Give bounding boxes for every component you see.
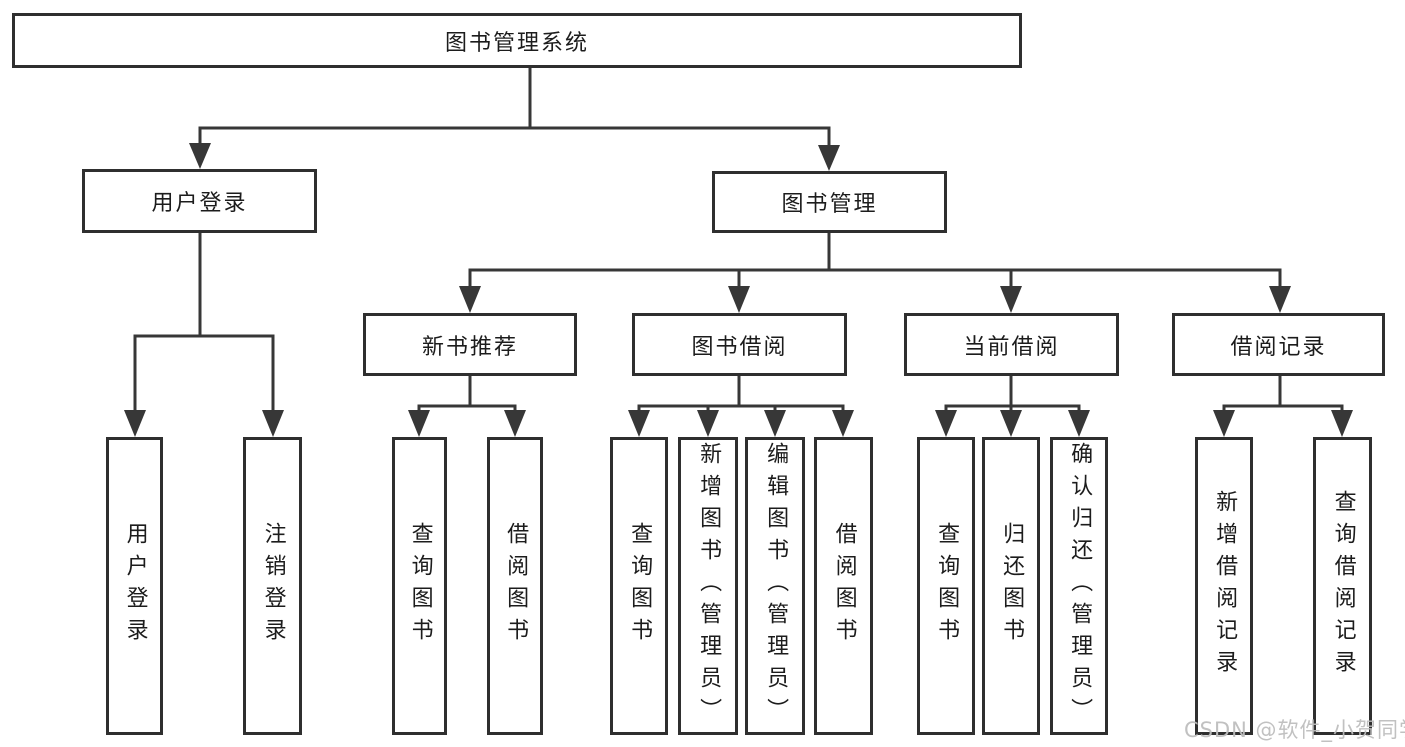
node-book-management: 图书管理 — [712, 171, 947, 233]
arrowhead — [935, 410, 957, 437]
leaf-logout: 注销登录 — [243, 437, 302, 735]
arrowhead — [1331, 410, 1353, 437]
leaf-query-books-current-label: 查询图书 — [934, 522, 960, 650]
leaf-edit-book-admin: 编辑图书（管理员） — [745, 437, 805, 735]
arrowhead — [832, 410, 854, 437]
arrowhead — [408, 410, 430, 437]
node-user-login: 用户登录 — [82, 169, 317, 233]
arrowhead — [764, 410, 786, 437]
leaf-user-login: 用户登录 — [106, 437, 163, 735]
node-book-borrow-label: 图书借阅 — [691, 334, 788, 360]
leaf-query-books-recommend: 查询图书 — [392, 437, 447, 735]
leaf-user-login-label: 用户登录 — [122, 522, 148, 650]
leaf-confirm-return-admin-label: 确认归还（管理员） — [1067, 442, 1093, 730]
arrowhead — [504, 410, 526, 437]
arrowhead — [1213, 410, 1235, 437]
node-root: 图书管理系统 — [12, 13, 1022, 68]
arrowhead — [189, 143, 211, 169]
leaf-return-books: 归还图书 — [982, 437, 1040, 735]
node-borrow-records-label: 借阅记录 — [1230, 334, 1327, 360]
leaf-return-books-label: 归还图书 — [999, 522, 1025, 650]
connector-book-management-modules — [468, 231, 1282, 288]
node-new-book-recommend-label: 新书推荐 — [421, 334, 518, 360]
node-root-label: 图书管理系统 — [444, 30, 589, 56]
node-borrow-records: 借阅记录 — [1172, 313, 1385, 376]
leaf-borrow-books-recommend: 借阅图书 — [487, 437, 543, 735]
leaf-query-books-current: 查询图书 — [917, 437, 975, 735]
leaf-borrow-books-borrow-label: 借阅图书 — [831, 522, 857, 650]
leaf-borrow-books-borrow: 借阅图书 — [814, 437, 873, 735]
connector-current-borrow-children — [944, 374, 1081, 412]
arrowhead — [1000, 410, 1022, 437]
arrowhead — [1000, 286, 1022, 313]
leaf-confirm-return-admin: 确认归还（管理员） — [1050, 437, 1108, 735]
arrowhead — [262, 410, 284, 437]
arrowhead — [124, 410, 146, 437]
node-book-borrow: 图书借阅 — [632, 313, 847, 376]
leaf-add-book-admin: 新增图书（管理员） — [678, 437, 738, 735]
arrowhead — [697, 410, 719, 437]
leaf-query-books-borrow-label: 查询图书 — [627, 522, 653, 650]
leaf-query-books-recommend-label: 查询图书 — [407, 522, 433, 650]
arrowhead — [1269, 286, 1291, 313]
node-new-book-recommend: 新书推荐 — [363, 313, 577, 376]
node-current-borrow-label: 当前借阅 — [963, 334, 1060, 360]
connector-borrow-records-children — [1222, 374, 1344, 412]
leaf-borrow-books-recommend-label: 借阅图书 — [503, 522, 529, 650]
connector-book-borrow-children — [637, 374, 845, 412]
leaf-query-books-borrow: 查询图书 — [610, 437, 668, 735]
leaf-add-borrow-record-label: 新增借阅记录 — [1212, 490, 1238, 682]
leaf-logout-label: 注销登录 — [260, 522, 286, 650]
node-current-borrow: 当前借阅 — [904, 313, 1119, 376]
connector-root-to-level2 — [198, 66, 831, 146]
arrowhead — [728, 286, 750, 313]
leaf-edit-book-admin-label: 编辑图书（管理员） — [763, 442, 789, 730]
arrowhead — [818, 145, 840, 171]
node-book-management-label: 图书管理 — [781, 192, 878, 217]
connector-user-login-children — [133, 231, 275, 412]
csdn-watermark: CSDN @软件_小贺同学 — [1184, 718, 1405, 742]
arrowhead — [1068, 410, 1090, 437]
leaf-add-book-admin-label: 新增图书（管理员） — [696, 442, 722, 730]
arrowhead — [628, 410, 650, 437]
node-user-login-label: 用户登录 — [151, 191, 248, 216]
arrowhead — [459, 286, 481, 313]
connector-new-book-recommend-children — [417, 374, 517, 412]
leaf-query-borrow-record-label: 查询借阅记录 — [1330, 490, 1356, 682]
leaf-query-borrow-record: 查询借阅记录 — [1313, 437, 1372, 735]
leaf-add-borrow-record: 新增借阅记录 — [1195, 437, 1253, 735]
